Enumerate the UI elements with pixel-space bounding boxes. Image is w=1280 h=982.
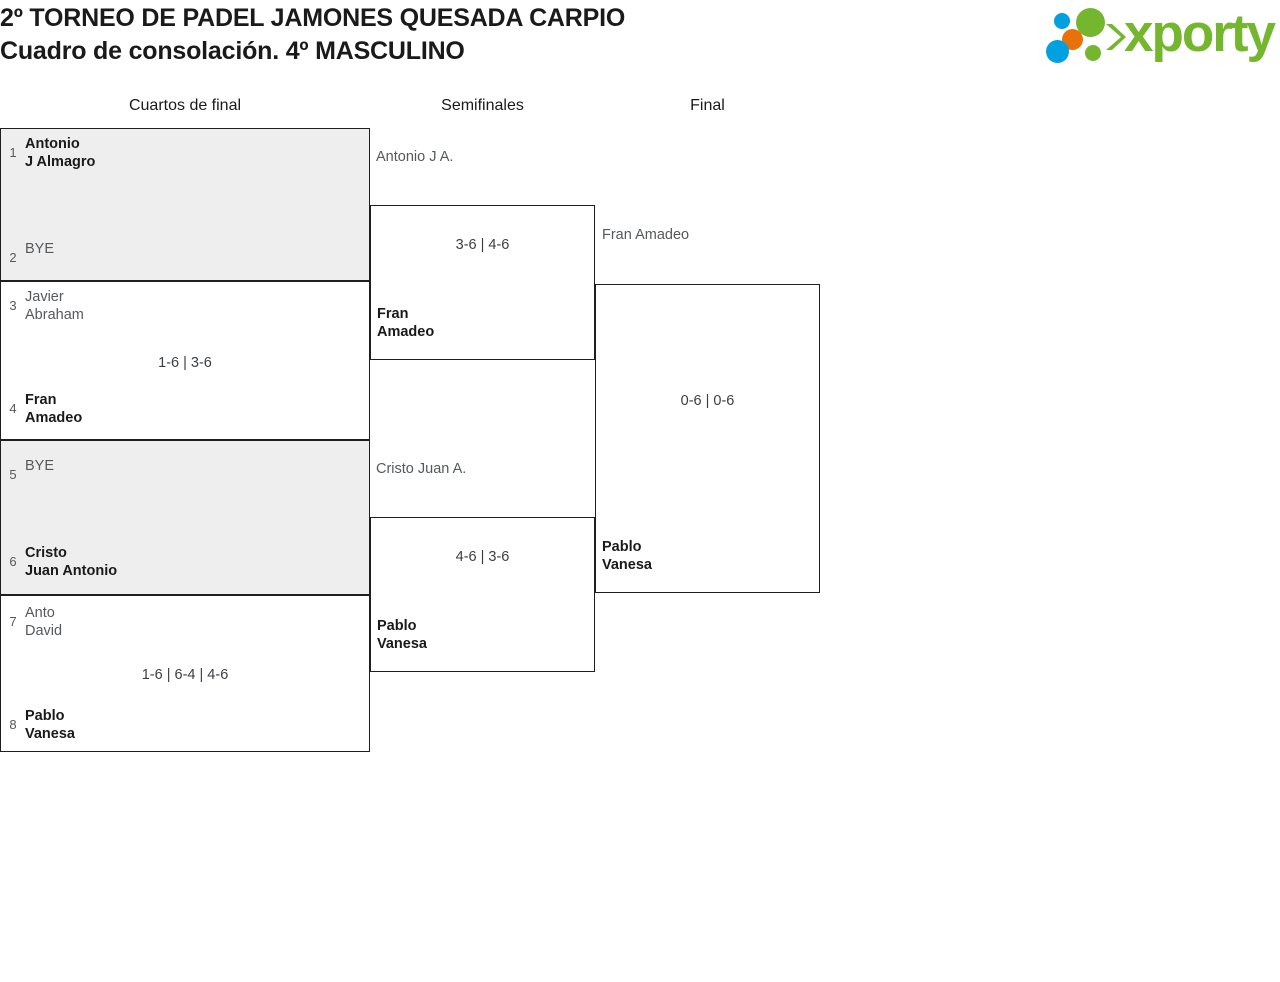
match-score: 4-6 | 3-6 — [455, 549, 510, 565]
player-names: Pablo Vanesa — [377, 618, 427, 652]
column-header-quarterfinals: Cuartos de final — [128, 97, 242, 114]
match-score: 1-6 | 3-6 — [158, 355, 212, 371]
match-slot-top[interactable]: 5 BYE — [1, 457, 369, 484]
match-sf-2[interactable]: 4-6 | 3-6 Pablo Vanesa — [370, 517, 595, 672]
match-final[interactable]: 0-6 | 0-6 Pablo Vanesa — [595, 284, 820, 593]
player-names: Pablo Vanesa — [602, 539, 652, 573]
player-names: Cristo Juan Antonio — [25, 545, 118, 579]
match-score: 1-6 | 6-4 | 4-6 — [141, 667, 229, 683]
logo-wordmark: xporty — [1124, 4, 1276, 63]
page-title: 2º TORNEO DE PADEL JAMONES QUESADA CARPI… — [0, 2, 900, 68]
match-qf-3[interactable]: 5 BYE 6 Cristo Juan Antonio — [0, 440, 370, 595]
chevron-right-icon — [1106, 24, 1126, 50]
player-names: BYE — [25, 241, 55, 257]
match-slot-bottom[interactable]: 8 Pablo Vanesa — [1, 707, 369, 743]
player-names: BYE — [25, 458, 55, 474]
dot-blue-small — [1054, 13, 1070, 29]
player-names: Anto David — [25, 605, 63, 639]
match-slot-top[interactable]: 7 Anto David — [1, 604, 369, 640]
final-top-player-names: Fran Amadeo — [602, 227, 690, 243]
seed-number: 7 — [9, 614, 17, 629]
player-names: Pablo Vanesa — [25, 708, 75, 742]
match-sf-1[interactable]: 3-6 | 4-6 Fran Amadeo — [370, 205, 595, 360]
tournament-title: 2º TORNEO DE PADEL JAMONES QUESADA CARPI… — [0, 4, 626, 32]
match-score: 3-6 | 4-6 — [455, 237, 510, 253]
column-header-final: Final — [690, 97, 725, 114]
seed-number: 4 — [9, 401, 17, 416]
seed-number: 1 — [9, 145, 17, 160]
seed-number: 3 — [9, 298, 17, 313]
match-qf-4[interactable]: 7 Anto David 1-6 | 6-4 | 4-6 8 Pablo Van… — [0, 595, 370, 752]
match-qf-1[interactable]: 1 Antonio J Almagro 2 BYE — [0, 128, 370, 281]
player-names: Fran Amadeo — [25, 392, 83, 426]
match-slot-bottom[interactable]: Fran Amadeo — [371, 305, 594, 341]
page-header: 2º TORNEO DE PADEL JAMONES QUESADA CARPI… — [0, 0, 1280, 80]
sf2-top-player-names: Cristo Juan A. — [376, 461, 467, 477]
match-slot-bottom[interactable]: Pablo Vanesa — [596, 538, 819, 574]
dot-blue-large — [1046, 40, 1069, 63]
match-qf-2[interactable]: 3 Javier Abraham 1-6 | 3-6 4 Fran Amadeo — [0, 281, 370, 440]
xporty-logo[interactable]: xporty — [1046, 4, 1276, 68]
seed-number: 5 — [9, 467, 17, 482]
dot-green-small — [1085, 45, 1101, 61]
match-slot-bottom[interactable]: Pablo Vanesa — [371, 617, 594, 653]
match-slot-top[interactable]: 1 Antonio J Almagro — [1, 135, 369, 171]
match-slot-bottom[interactable]: 6 Cristo Juan Antonio — [1, 544, 369, 580]
sf1-top-player-names: Antonio J A. — [376, 149, 454, 165]
logo-dots-icon — [1046, 7, 1126, 65]
match-score: 0-6 | 0-6 — [680, 393, 735, 409]
column-header-semifinals: Semifinales — [441, 97, 524, 114]
bracket-subtitle: Cuadro de consolación. 4º MASCULINO — [0, 37, 465, 65]
player-names: Antonio J Almagro — [25, 136, 96, 170]
seed-number: 6 — [9, 554, 17, 569]
player-names: Javier Abraham — [25, 289, 84, 323]
seed-number: 2 — [9, 250, 17, 265]
player-names: Fran Amadeo — [377, 306, 435, 340]
seed-number: 8 — [9, 717, 17, 732]
match-slot-top[interactable]: 3 Javier Abraham — [1, 288, 369, 324]
match-slot-bottom[interactable]: 4 Fran Amadeo — [1, 391, 369, 427]
match-slot-bottom[interactable]: 2 BYE — [1, 240, 369, 267]
